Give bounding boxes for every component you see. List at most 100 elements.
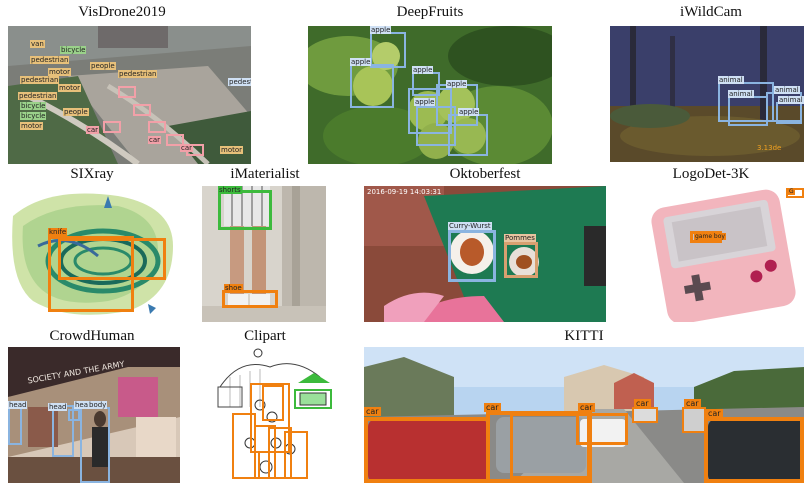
- title-crowdhuman: CrowdHuman: [49, 328, 135, 344]
- person-box: [232, 413, 256, 479]
- car-label: car: [578, 403, 595, 412]
- logodet-image: game boy G: [640, 186, 804, 322]
- animal-label: animal: [778, 96, 804, 104]
- apple-label: apple: [412, 66, 434, 74]
- oktoberfest-image: Curry-Wurst Pommes 2016-09-19 14:03:31: [364, 186, 606, 322]
- visdrone-label: pedestrian: [118, 70, 158, 78]
- bus-box: [294, 389, 332, 409]
- animal-label: animal: [728, 90, 754, 98]
- animal-box: [718, 82, 774, 122]
- clipart-image: [210, 347, 340, 483]
- knife-box: [58, 238, 166, 280]
- car-label: car: [684, 399, 701, 408]
- visdrone-box: [166, 134, 184, 146]
- apple-label: apple: [446, 80, 468, 88]
- title-sixray: SIXray: [70, 166, 114, 182]
- iwildcam-scene: [610, 26, 804, 162]
- apple-box: [408, 88, 452, 134]
- kitti-scene: [364, 347, 804, 483]
- shoe-box: [222, 290, 278, 308]
- animal-label: animal: [718, 76, 744, 84]
- visdrone-label: car: [86, 126, 100, 134]
- visdrone-box: [118, 86, 136, 98]
- car-label: car: [364, 407, 381, 416]
- visdrone-box: [148, 121, 166, 133]
- car-box: [364, 417, 490, 483]
- oktoberfest-timestamp: 2016-09-19 14:03:31: [367, 188, 442, 196]
- apple-box: [416, 106, 456, 146]
- car-box: [510, 413, 590, 479]
- visdrone-label: motor: [58, 84, 82, 92]
- visdrone-image: van bicycle pedestrian motor people pede…: [8, 26, 251, 164]
- head-label: head: [8, 401, 28, 409]
- knife-label: knife: [48, 228, 68, 236]
- logodet-scene: [640, 186, 804, 322]
- person-box: [284, 431, 308, 479]
- shorts-box: [218, 190, 272, 230]
- visdrone-label: car: [148, 136, 162, 144]
- visdrone-box: [103, 121, 121, 133]
- car-box: [632, 407, 658, 423]
- car-label: car: [706, 409, 723, 418]
- visdrone-label: pedestrian: [18, 92, 58, 100]
- shoe-label: shoe: [224, 284, 243, 292]
- visdrone-label: motor: [48, 68, 72, 76]
- visdrone-label: motor: [20, 122, 44, 130]
- animal-label: animal: [774, 86, 800, 94]
- person-box: [262, 385, 284, 421]
- curry-wurst-label: Curry-Wurst: [448, 222, 492, 230]
- title-logodet: LogoDet-3K: [672, 166, 750, 182]
- visdrone-label: motor: [220, 146, 244, 154]
- body-label: body: [88, 401, 108, 409]
- animal-box: [728, 96, 768, 126]
- apple-label: apple: [414, 98, 436, 106]
- apple-box: [350, 64, 394, 108]
- sixray-image: knife: [8, 186, 178, 322]
- apple-box: [448, 114, 488, 156]
- iwildcam-image: animal animal animal animal 3.13de: [610, 26, 804, 162]
- apple-box: [412, 72, 440, 96]
- title-imaterialist: iMaterialist: [230, 166, 300, 182]
- car-box: [704, 417, 804, 483]
- car-label: car: [634, 399, 651, 408]
- person-box: [80, 407, 110, 483]
- title-clipart: Clipart: [244, 328, 286, 344]
- shorts-label: shorts: [218, 186, 242, 194]
- visdrone-label: pedestrian: [30, 56, 70, 64]
- logo-label: game boy: [694, 233, 726, 240]
- animal-box: [776, 102, 802, 124]
- deepfruits-scene: [308, 26, 552, 164]
- visdrone-label: pedestrian: [228, 78, 251, 86]
- apple-box: [370, 32, 406, 68]
- oktoberfest-scene: [364, 186, 606, 322]
- apple-label: apple: [370, 26, 392, 34]
- apple-label: apple: [458, 108, 480, 116]
- visdrone-label: people: [63, 108, 89, 116]
- car-box: [682, 407, 706, 433]
- person-box: [268, 427, 292, 479]
- camera-timestamp: 3.13de: [757, 144, 782, 152]
- crowdhuman-image: SOCIETY AND THE ARMY head head body head: [8, 347, 180, 483]
- visdrone-label: bicycle: [60, 46, 87, 54]
- kitti-image: car car car car car car: [364, 347, 804, 483]
- pommes-box: [504, 242, 538, 278]
- apple-label: apple: [350, 58, 372, 66]
- head-label: head: [74, 401, 94, 409]
- car-label: car: [484, 403, 501, 412]
- visdrone-label: van: [30, 40, 45, 48]
- logo-label-top: G: [788, 188, 795, 195]
- imaterialist-scene: [202, 186, 326, 322]
- title-deepfruits: DeepFruits: [396, 4, 464, 20]
- imaterialist-image: shorts shoe: [202, 186, 326, 322]
- pommes-label: Pommes: [504, 234, 536, 242]
- title-iwildcam: iWildCam: [680, 4, 742, 20]
- visdrone-label: bicycle: [20, 112, 47, 120]
- title-kitti: KITTI: [564, 328, 604, 344]
- title-visdrone: VisDrone2019: [78, 4, 166, 20]
- visdrone-label: bicycle: [20, 102, 47, 110]
- visdrone-label: car: [180, 144, 194, 152]
- visdrone-label: people: [90, 62, 116, 70]
- person-box: [8, 405, 22, 445]
- visdrone-label: pedestrian: [20, 76, 60, 84]
- car-box: [576, 413, 628, 445]
